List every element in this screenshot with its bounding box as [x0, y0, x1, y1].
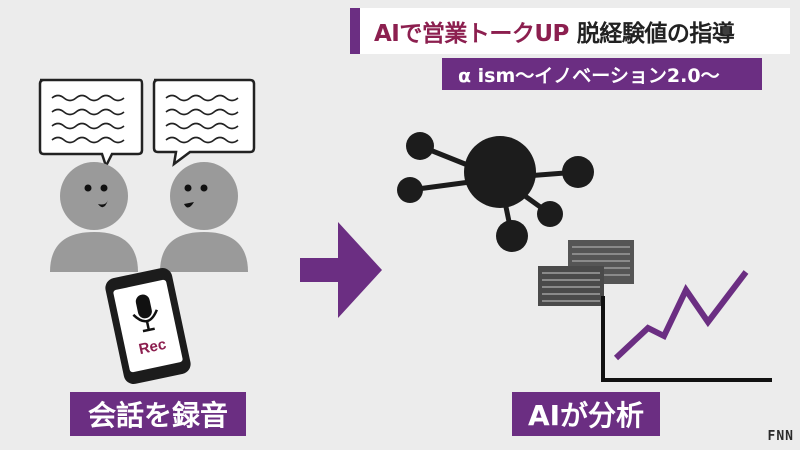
fnn-logo: FNN	[767, 429, 794, 444]
speech-bubble-right	[152, 78, 256, 167]
caption-record: 会話を録音	[70, 392, 246, 436]
headline-main: AIで営業トークUP	[374, 21, 569, 47]
headline-sub: 脱経験値の指導	[576, 21, 735, 47]
speech-bubble-left	[38, 78, 144, 170]
trend-graph-icon	[601, 270, 772, 382]
rec-label: Rec	[137, 336, 167, 358]
ai-network-icon	[397, 132, 594, 252]
person-left-icon	[50, 162, 138, 272]
series-banner: α ism〜イノベーション2.0〜	[442, 58, 762, 90]
headline-banner: AIで営業トークUP 脱経験値の指導	[350, 8, 790, 54]
smartphone-recorder-icon: Rec	[105, 267, 191, 385]
microphone-icon: Rec	[132, 294, 168, 358]
person-right-icon	[160, 162, 248, 272]
data-card-front	[538, 266, 604, 306]
flow-arrow-icon	[300, 222, 382, 318]
caption-analyze: AIが分析	[512, 392, 660, 436]
